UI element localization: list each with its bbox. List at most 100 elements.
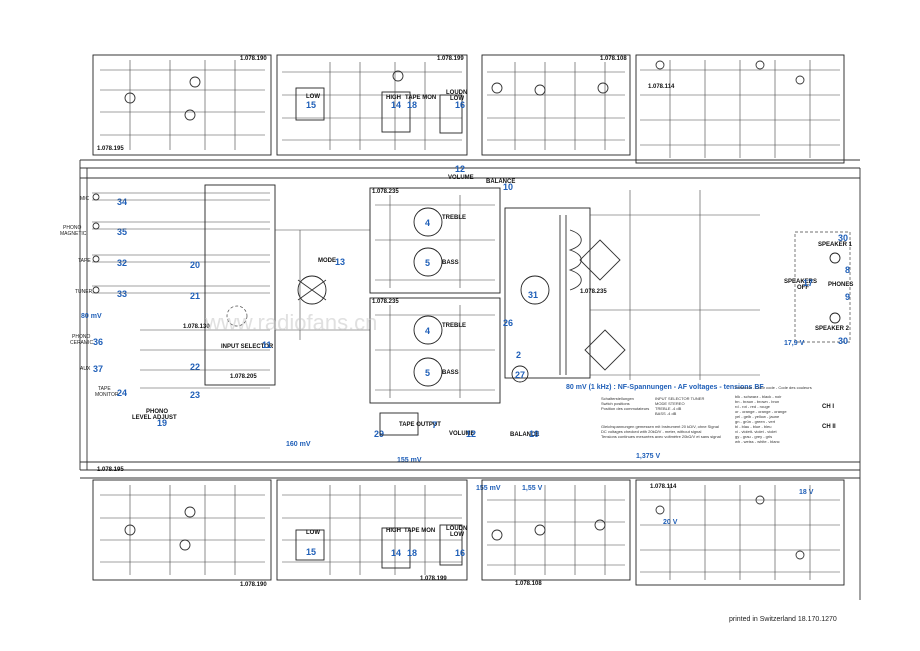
svg-text:LOW: LOW [450,96,464,102]
svg-text:INPUT SELECTOR: INPUT SELECTOR [221,344,274,350]
svg-text:23: 23 [190,390,200,400]
svg-text:OFF: OFF [797,285,809,291]
svg-text:1.078.205: 1.078.205 [230,374,257,380]
svg-text:18: 18 [407,100,417,110]
input-aux: AUX 37 [80,364,103,374]
svg-text:CH II: CH II [822,424,836,430]
svg-text:29: 29 [374,429,384,439]
svg-text:19: 19 [157,418,167,428]
svg-text:11: 11 [262,340,272,350]
tone-board-mid-bottom: 1.078.235 TREBLE 4 BASS 5 [369,297,501,404]
voltage-155mv-b: 155 mV [476,485,501,492]
svg-text:1.078.195: 1.078.195 [97,467,124,473]
svg-text:BALANCE: BALANCE [510,432,539,438]
svg-text:BASS -4 dB: BASS -4 dB [655,411,677,416]
svg-text:4: 4 [425,218,430,228]
svg-text:AUX: AUX [80,366,91,372]
svg-text:BASS: BASS [442,370,459,376]
svg-text:17: 17 [803,278,813,288]
svg-text:MONITOR: MONITOR [95,392,119,398]
svg-text:gy - grau - grey - gris: gy - grau - grey - gris [735,434,772,439]
svg-text:16: 16 [455,100,465,110]
svg-text:1.078.130: 1.078.130 [183,324,210,330]
svg-text:80 mV (1 kHz) : NF-Spannungen: 80 mV (1 kHz) : NF-Spannungen - AF volta… [566,384,764,391]
voltage-155v: 1,55 V [522,485,543,492]
svg-text:wh - weiss - white - blanc: wh - weiss - white - blanc [735,439,780,444]
svg-text:5: 5 [425,258,430,268]
svg-text:LOW: LOW [306,530,320,536]
svg-text:1.078.190: 1.078.190 [240,582,267,588]
volume-top: VOLUME 12 [448,164,474,181]
svg-text:PHONES: PHONES [828,282,853,288]
legend: 80 mV (1 kHz) : NF-Spannungen - AF volta… [566,384,836,444]
power-amp-board-bottom: 1.078.114 [635,479,845,586]
svg-text:PHONO: PHONO [72,334,90,340]
svg-text:5: 5 [425,368,430,378]
voltage-20v: 20 V [663,519,678,526]
svg-text:16: 16 [455,548,465,558]
svg-text:32: 32 [117,258,127,268]
svg-text:Switch positions: Switch positions [601,401,630,406]
svg-text:24: 24 [117,388,127,398]
input-tape: TAPE 32 [78,258,127,268]
svg-text:26: 26 [503,318,513,328]
svg-text:INPUT SELECTOR TUNER: INPUT SELECTOR TUNER [655,396,704,401]
svg-text:Gleichspannungen gemessen mit: Gleichspannungen gemessen mit Instrument… [601,424,719,429]
svg-text:7: 7 [432,420,437,430]
svg-text:LOUDN: LOUDN [446,526,467,532]
svg-text:CH I: CH I [822,404,834,410]
svg-text:Position des commutateurs: Position des commutateurs [601,406,649,411]
voltage-155mv-a: 155 mV [397,457,422,464]
svg-text:MODE: MODE [318,258,336,264]
svg-text:or - orange - orange - orange: or - orange - orange - orange [735,409,787,414]
balance-top: BALANCE 10 [486,179,515,192]
svg-text:14: 14 [391,100,401,110]
svg-text:1.078.235: 1.078.235 [372,299,399,305]
svg-text:MIC: MIC [80,196,90,202]
voltage-160mv: 160 mV [286,441,311,448]
svg-text:MODE STEREO: MODE STEREO [655,401,685,406]
svg-text:1.078.199: 1.078.199 [420,576,447,582]
balance-bottom: BALANCE 10 [510,429,539,439]
voltage-1375v: 1,375 V [636,453,660,460]
svg-text:2: 2 [516,350,521,360]
svg-text:blk - schwarz - black - noir: blk - schwarz - black - noir [735,394,782,399]
svg-text:4: 4 [425,326,430,336]
svg-text:Tensions continues mesurées av: Tensions continues mesurées avec voltmèt… [601,434,721,439]
svg-text:PHONO: PHONO [63,225,81,231]
svg-text:35: 35 [117,227,127,237]
svg-text:Farbcode - Color code - Code d: Farbcode - Color code - Code des couleur… [735,385,812,390]
svg-text:1.078.114: 1.078.114 [650,484,677,490]
footer-print-note: printed in Switzerland 18.170.1270 [729,616,837,623]
svg-text:18: 18 [407,548,417,558]
preamp-board-bottom: 1.078.195 1.078.190 [92,467,272,588]
svg-text:30: 30 [838,233,848,243]
svg-text:15: 15 [306,100,316,110]
svg-text:1.078.195: 1.078.195 [97,146,124,152]
voltage-18v: 18 V [799,489,814,496]
svg-text:20: 20 [190,260,200,270]
svg-text:10: 10 [529,429,539,439]
svg-text:TUNER: TUNER [75,289,93,295]
phono-level: PHONO LEVEL ADJUST 19 [132,409,177,428]
svg-text:TAPE: TAPE [78,258,91,264]
svg-text:15: 15 [306,547,316,557]
svg-text:33: 33 [117,289,127,299]
svg-text:VOLUME: VOLUME [449,431,475,437]
svg-text:CERAMIC: CERAMIC [70,340,93,346]
svg-text:yel - gelb - yellow - jaune: yel - gelb - yellow - jaune [735,414,780,419]
svg-text:bn - braun - brown - brun: bn - braun - brown - brun [735,399,779,404]
svg-text:17,9 V: 17,9 V [784,340,805,347]
power-supply: 31 26 2 27 1.078.235 [503,190,760,383]
svg-text:MAGNETIC: MAGNETIC [60,231,87,237]
svg-text:HIGH: HIGH [386,528,401,534]
input-mic: MIC 34 [80,196,127,207]
svg-text:LOW: LOW [306,94,320,100]
svg-text:vi - violett- violet - violet: vi - violett- violet - violet [735,429,777,434]
selector-board: 1.078.130 1.078.205 INPUT SELECTOR 11 20… [140,184,276,400]
svg-text:31: 31 [528,290,538,300]
